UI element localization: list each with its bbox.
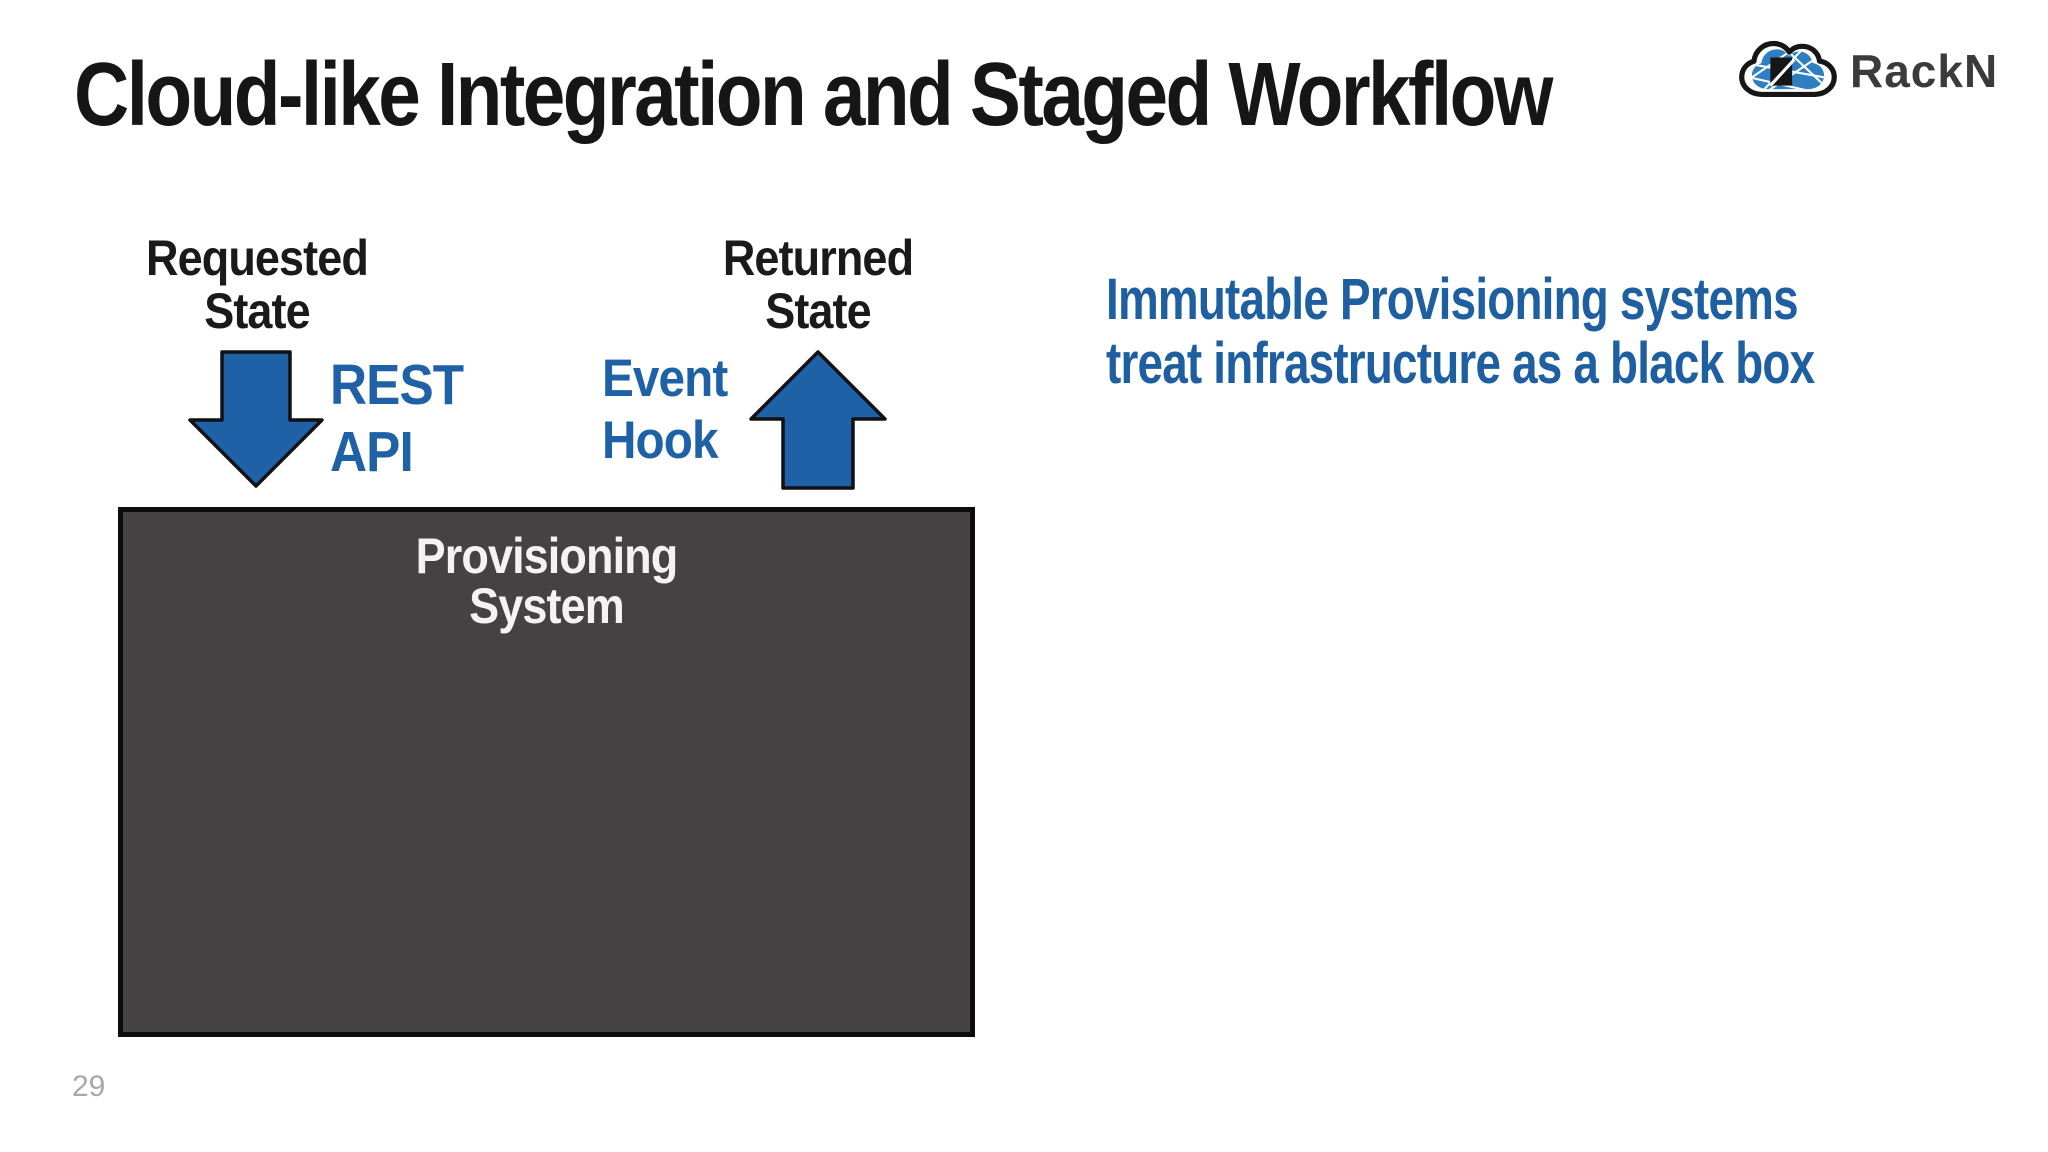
rest-api-line1: REST <box>330 353 464 417</box>
page-title: Cloud-like Integration and Staged Workfl… <box>74 45 1553 145</box>
page-number: 29 <box>72 1070 106 1103</box>
returned-state-label: Returned State <box>674 232 962 338</box>
returned-state-line2: State <box>765 283 871 339</box>
event-hook-line2: Hook <box>602 411 719 470</box>
provisioning-system-box: Provisioning System <box>118 507 975 1037</box>
rest-api-down-arrow-icon <box>188 350 324 488</box>
rackn-cloud-icon <box>1739 40 1837 98</box>
rest-api-label: REST API <box>330 352 464 486</box>
rackn-logo: RackN <box>1736 36 2036 106</box>
requested-state-line1: Requested <box>146 230 369 286</box>
requested-state-label: Requested State <box>113 232 401 338</box>
provisioning-line1: Provisioning <box>415 528 679 584</box>
event-hook-up-arrow-icon <box>749 350 887 490</box>
requested-state-line2: State <box>204 283 310 339</box>
provisioning-system-label: Provisioning System <box>165 531 927 631</box>
returned-state-line1: Returned <box>722 230 914 286</box>
rackn-brand-text: RackN <box>1850 45 1999 97</box>
headline-line1: Immutable Provisioning systems <box>1106 267 1799 332</box>
event-hook-label: Event Hook <box>602 348 728 472</box>
provisioning-line2: System <box>469 578 625 634</box>
headline-text: Immutable Provisioning systems treat inf… <box>1106 267 1815 396</box>
rest-api-line2: API <box>330 420 414 484</box>
event-hook-line1: Event <box>602 349 728 408</box>
headline-line2: treat infrastructure as a black box <box>1106 331 1815 396</box>
